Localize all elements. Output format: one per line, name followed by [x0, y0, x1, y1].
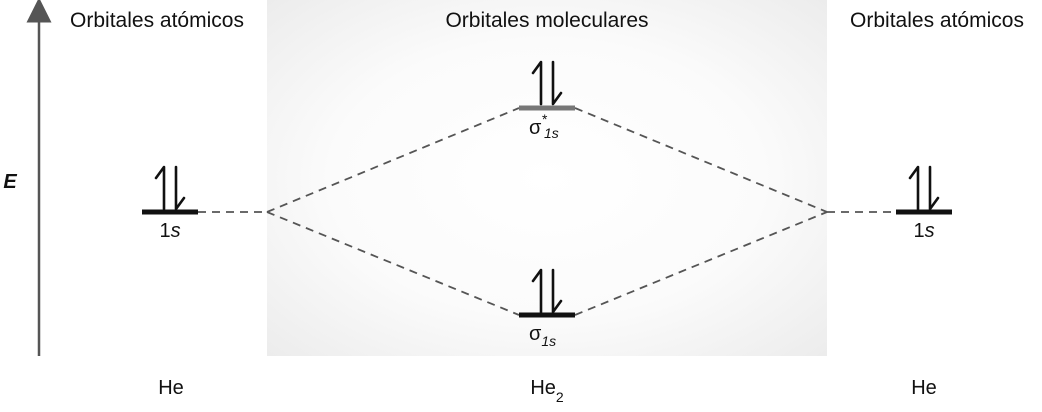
heading-left-atomic-orbitals: Orbitales atómicos: [70, 9, 244, 32]
correlation-line-antibonding-to-right: [574, 107, 828, 213]
spin-down-arrow: [551, 60, 563, 106]
antibonding-sigma-label: σ*1s: [529, 111, 559, 141]
correlation-line-bonding-to-right: [574, 211, 828, 316]
bonding-sigma-label: σ1s: [529, 323, 556, 349]
right-1s-label: 1s: [913, 220, 934, 242]
spin-up-arrow: [531, 268, 543, 314]
spin-down-arrow: [174, 165, 186, 211]
antibonding-electron-pair: [531, 60, 563, 106]
left-1s-label: 1s: [159, 220, 180, 242]
species-left-he: He: [158, 377, 184, 399]
heading-molecular-orbitals: Orbitales moleculares: [445, 9, 648, 32]
species-right-he: He: [911, 377, 937, 399]
spin-up-arrow: [531, 60, 543, 106]
species-center-he2: He2: [530, 377, 564, 405]
spin-down-arrow: [551, 268, 563, 314]
heading-right-atomic-orbitals: Orbitales atómicos: [850, 9, 1024, 32]
bonding-electron-pair: [531, 268, 563, 314]
right-1s-electron-pair: [908, 165, 940, 211]
left-1s-electron-pair: [154, 165, 186, 211]
correlation-line-left-to-antibonding: [266, 107, 520, 213]
spin-up-arrow: [154, 165, 166, 211]
energy-axis-label: E: [3, 171, 17, 193]
spin-up-arrow: [908, 165, 920, 211]
spin-down-arrow: [928, 165, 940, 211]
correlation-line-left-to-bonding: [266, 211, 520, 316]
molecular-orbitals-panel: [267, 0, 827, 356]
